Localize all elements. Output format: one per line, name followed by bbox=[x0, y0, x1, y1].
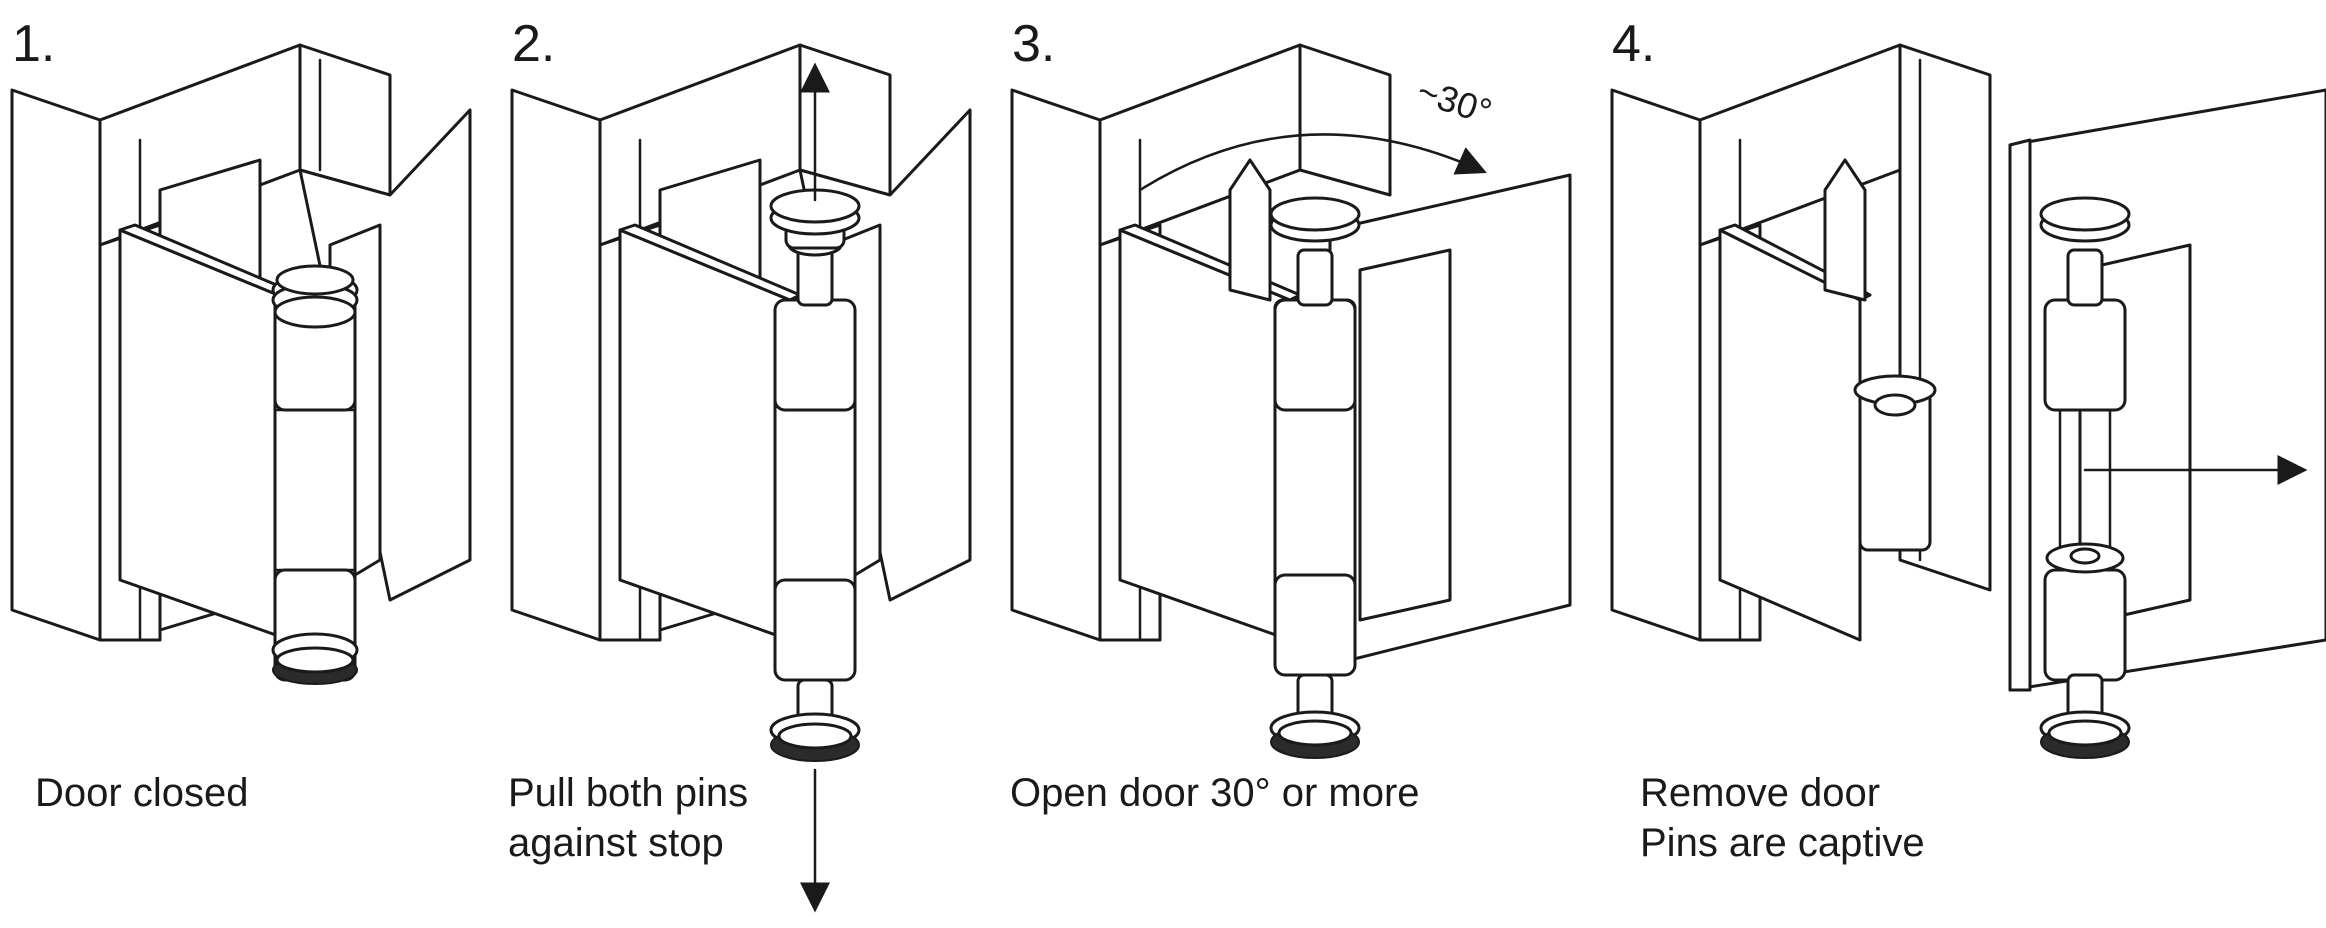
caption-line: Pull both pins bbox=[508, 771, 749, 815]
step-2-caption: Pull both pins against stop bbox=[508, 768, 748, 868]
caption-line: against stop bbox=[508, 821, 724, 865]
step-4-number: 4. bbox=[1612, 15, 1656, 73]
caption-line: Door closed bbox=[35, 771, 249, 815]
rotation-arrow bbox=[1138, 133, 1487, 192]
step-1-illustration bbox=[10, 43, 472, 685]
caption-line: Remove door bbox=[1640, 771, 1881, 815]
step-4-caption: Remove door Pins are captive bbox=[1640, 768, 1925, 868]
step-2-illustration bbox=[510, 43, 972, 913]
step-3-number: 3. bbox=[1012, 15, 1056, 73]
step-1-caption: Door closed bbox=[35, 768, 248, 818]
step-2-number: 2. bbox=[512, 15, 556, 73]
caption-line: Pins are captive bbox=[1640, 821, 1925, 865]
caption-line: Open door 30° or more bbox=[1010, 771, 1420, 815]
step-1-number: 1. bbox=[12, 15, 56, 73]
step-3-caption: Open door 30° or more bbox=[1010, 768, 1420, 818]
step-3-illustration bbox=[1010, 43, 1572, 759]
step-4-illustration bbox=[1610, 43, 2326, 759]
